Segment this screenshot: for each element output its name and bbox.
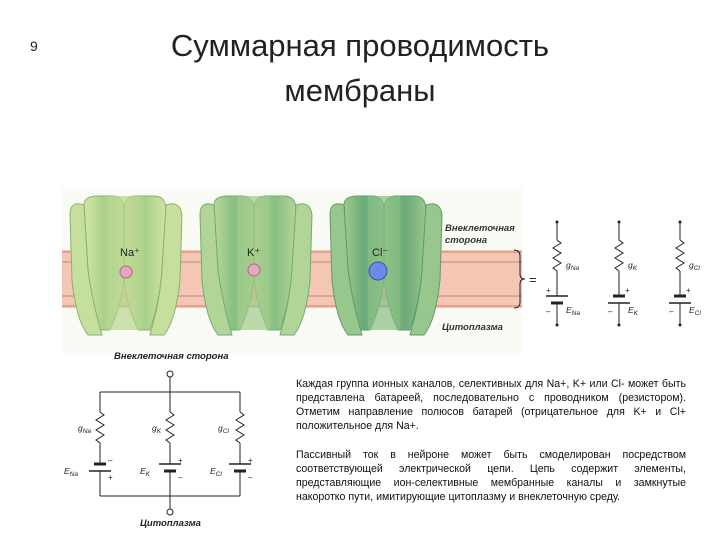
slide-number: 9 xyxy=(30,38,38,54)
na-ion xyxy=(119,265,133,279)
svg-text:gNa: gNa xyxy=(78,423,91,435)
bottom-circuit: Внеклеточная сторона Цитоплазма gNa ENa … xyxy=(64,351,253,529)
membrane-brace xyxy=(513,249,526,309)
svg-text:EK: EK xyxy=(140,466,151,478)
svg-text:+: + xyxy=(625,286,630,295)
svg-text:–: – xyxy=(608,307,613,316)
paragraph-channels-as-batteries: Каждая группа ионных каналов, селективны… xyxy=(296,378,686,432)
svg-text:+: + xyxy=(686,286,691,295)
k-ion xyxy=(247,263,261,277)
svg-text:–: – xyxy=(178,473,183,482)
svg-text:gNa: gNa xyxy=(566,260,579,272)
svg-text:ENa: ENa xyxy=(566,305,580,317)
membrane-illustration: Na⁺ K⁺ Cl⁻ Внеклеточная сторона Цитоплаз… xyxy=(62,188,537,353)
svg-text:+: + xyxy=(546,286,551,295)
cl-ion xyxy=(368,261,388,281)
right-branch-k: gK EK + – xyxy=(608,220,639,327)
bottom-circuit-bottom-label: Цитоплазма xyxy=(140,518,201,529)
extracellular-label-line2: сторона xyxy=(445,235,487,246)
extracellular-label-line1: Внеклеточная xyxy=(445,223,515,234)
svg-text:+: + xyxy=(248,456,253,465)
svg-text:ENa: ENa xyxy=(64,466,78,478)
svg-text:gCl: gCl xyxy=(689,260,700,272)
svg-text:EK: EK xyxy=(628,305,639,317)
svg-text:ECl: ECl xyxy=(689,305,701,317)
svg-text:gCl: gCl xyxy=(218,423,229,435)
svg-text:+: + xyxy=(178,456,183,465)
cl-channel xyxy=(329,195,443,336)
cl-ion-label: Cl⁻ xyxy=(372,247,388,259)
paragraph-passive-current: Пассивный ток в нейроне может быть смоде… xyxy=(296,449,686,503)
svg-text:ECl: ECl xyxy=(210,466,222,478)
svg-text:–: – xyxy=(108,456,113,465)
k-channel xyxy=(199,195,313,336)
right-branch-cl: gCl ECl + – xyxy=(669,220,701,327)
slide-title-line2: мембраны xyxy=(284,73,436,108)
svg-text:gK: gK xyxy=(152,423,162,435)
right-branch-na: gNa ENa + – xyxy=(546,220,580,327)
slide-title-line1: Суммарная проводимость xyxy=(170,28,550,63)
right-circuit: gNa ENa + – gK EK + – xyxy=(546,220,701,327)
k-ion-label: K⁺ xyxy=(247,247,260,259)
svg-text:–: – xyxy=(546,307,551,316)
svg-text:+: + xyxy=(108,473,113,482)
svg-text:gK: gK xyxy=(628,260,638,272)
equals-sign: = xyxy=(529,272,537,287)
na-ion-label: Na⁺ xyxy=(120,247,140,259)
bottom-circuit-top-label: Внеклеточная сторона xyxy=(114,351,228,362)
svg-text:–: – xyxy=(248,473,253,482)
svg-text:–: – xyxy=(669,307,674,316)
na-channel xyxy=(69,195,183,336)
cytoplasm-label: Цитоплазма xyxy=(442,322,503,333)
